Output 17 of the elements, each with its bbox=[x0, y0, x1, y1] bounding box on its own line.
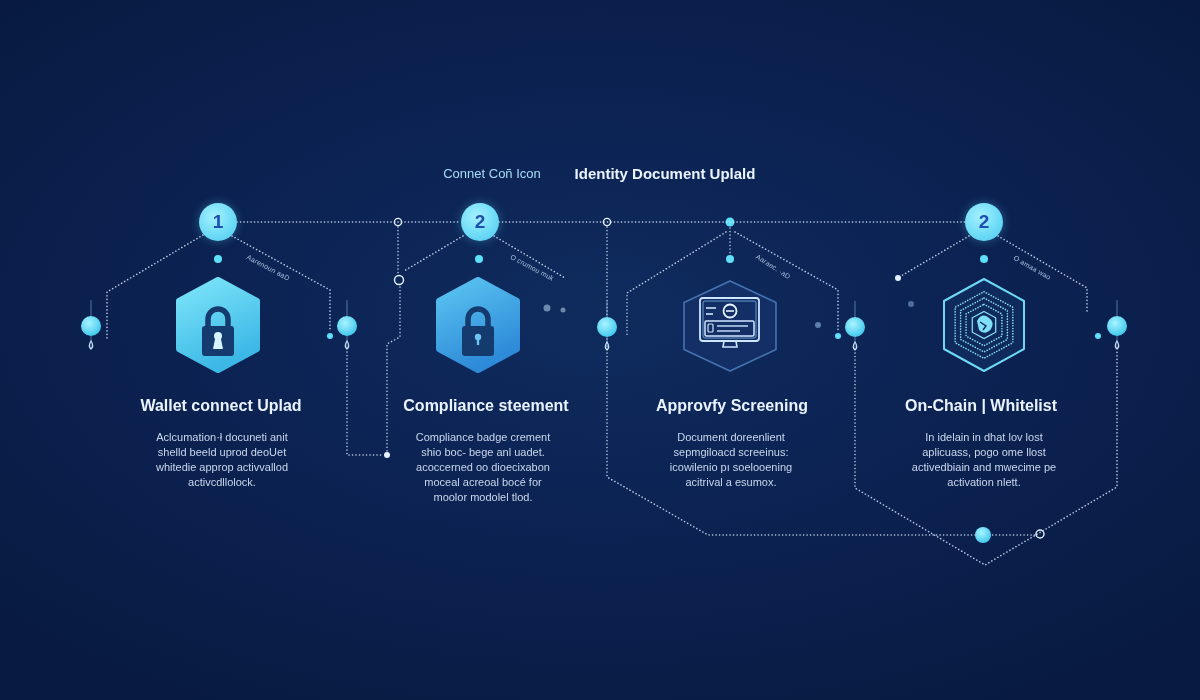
step-circle bbox=[199, 203, 237, 241]
dotted-connector bbox=[498, 221, 966, 223]
step-title: Wallet connect Uplad bbox=[140, 396, 302, 416]
step-description: Aclcumation·ł docuneti anit shelld beeld uprod deoUet whitedie approp activvallod activcdllolock. bbox=[154, 430, 290, 490]
step-circle bbox=[965, 203, 1003, 241]
step-description: Document doreenlient sepmgiloacd screeinus: icowilenio pı soelooening acitrival a esumox. bbox=[668, 430, 794, 490]
subheading: Connet Coñ Icon bbox=[443, 166, 541, 182]
step-title: Compliance steement bbox=[403, 396, 569, 416]
step-description: In idelain in dhat lov lost aplicuass, pogo ome llost activedbiain and mwecime pe activation nlett. bbox=[910, 430, 1058, 490]
step-number: 2 bbox=[474, 212, 486, 232]
step-title: On-Chain | Whitelist bbox=[905, 396, 1057, 416]
heading: Identity Document Uplald bbox=[574, 165, 756, 183]
step-number: 1 bbox=[212, 212, 224, 232]
step-description: Compliance badge crement shio boc- bege anl uadet. acoccerned oo dioecixabon moceal acreoal bocé for moolor modolel tlod. bbox=[414, 430, 552, 505]
step-title: Approvfy Screening bbox=[656, 396, 808, 416]
step-circle bbox=[461, 203, 499, 241]
step-number: 2 bbox=[978, 212, 990, 232]
